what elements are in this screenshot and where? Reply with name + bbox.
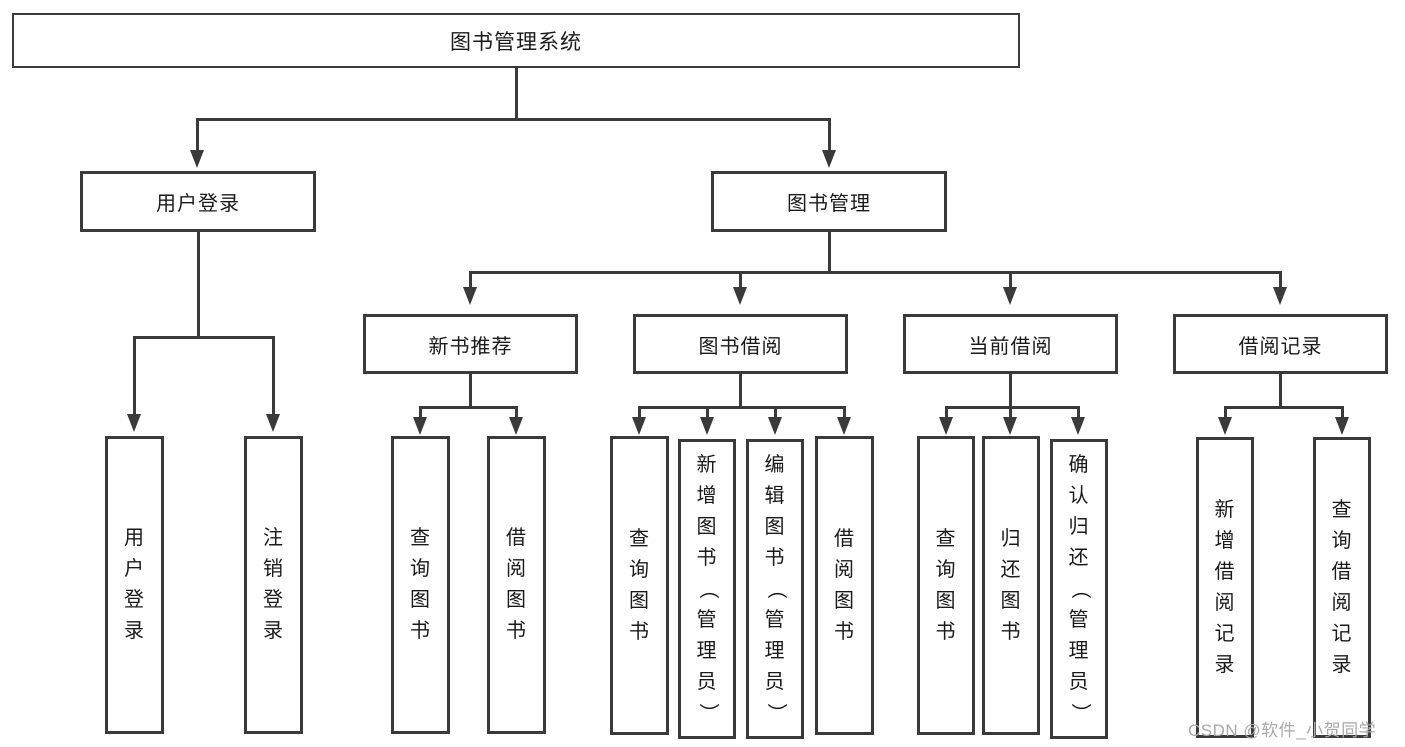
leaf-borrow-books-2: 借阅图书 <box>815 436 874 735</box>
leaf-label: 编辑图书（管理员） <box>764 453 787 724</box>
leaf-label: 新增借阅记录 <box>1214 498 1236 676</box>
node-book-borrow: 图书借阅 <box>633 314 848 374</box>
arrowhead <box>1218 417 1232 435</box>
arrowhead <box>1003 417 1017 435</box>
csdn-watermark: CSDN @软件_小贺同学 <box>1188 721 1377 740</box>
connector-line <box>1224 406 1343 409</box>
connector-line <box>739 271 742 287</box>
arrowhead <box>837 417 851 435</box>
leaf-label: 新增图书（管理员） <box>696 453 719 724</box>
leaf-query-books-2: 查询图书 <box>610 436 669 735</box>
leaf-edit-book-admin: 编辑图书（管理员） <box>746 439 804 739</box>
leaf-label: 注销登录 <box>263 527 284 642</box>
leaf-add-borrow-record: 新增借阅记录 <box>1196 437 1254 738</box>
connector-line <box>515 68 518 121</box>
leaf-return-book: 归还图书 <box>982 436 1040 735</box>
connector-line <box>419 406 517 409</box>
connector-line <box>739 374 742 407</box>
connector-line <box>828 118 831 151</box>
node-label: 新书推荐 <box>428 335 513 358</box>
arrowhead <box>509 417 523 435</box>
connector-line <box>1009 406 1012 417</box>
node-user-login: 用户登录 <box>80 171 316 232</box>
arrowhead <box>1003 287 1017 305</box>
node-new-book-recommend: 新书推荐 <box>363 314 578 374</box>
connector-line <box>945 406 1080 409</box>
arrowhead <box>939 417 953 435</box>
arrowhead <box>768 417 782 435</box>
leaf-query-books-3: 查询图书 <box>917 436 975 735</box>
connector-line <box>197 232 200 338</box>
node-label: 图书借阅 <box>698 335 783 358</box>
connector-line <box>469 374 472 407</box>
connector-line <box>1009 271 1012 287</box>
arrowhead <box>266 414 280 432</box>
node-label: 当前借阅 <box>968 335 1053 358</box>
connector-line <box>1279 374 1282 407</box>
arrowhead <box>190 150 204 168</box>
node-book-management: 图书管理 <box>711 171 947 232</box>
arrowhead <box>463 287 477 305</box>
connector-line <box>133 336 136 414</box>
connector-line <box>1077 406 1080 417</box>
arrowhead <box>1273 287 1287 305</box>
connector-line <box>196 118 830 121</box>
connector-line <box>133 336 274 339</box>
connector-line <box>272 336 275 414</box>
leaf-label: 归还图书 <box>1000 527 1022 643</box>
node-label: 用户登录 <box>156 193 240 215</box>
connector-line <box>638 406 845 409</box>
arrowhead <box>1071 417 1085 435</box>
node-label: 借阅记录 <box>1238 335 1323 358</box>
connector-line <box>638 406 641 417</box>
arrowhead <box>127 414 141 432</box>
connector-line <box>945 406 948 417</box>
leaf-user-login: 用户登录 <box>105 436 164 734</box>
connector-line <box>1279 271 1282 287</box>
leaf-label: 查询图书 <box>629 527 650 643</box>
connector-line <box>1224 406 1227 417</box>
leaf-label: 查询图书 <box>410 527 431 642</box>
leaf-logout: 注销登录 <box>244 436 303 734</box>
node-current-borrow: 当前借阅 <box>903 314 1118 374</box>
node-label: 图书管理系统 <box>450 30 582 54</box>
leaf-label: 用户登录 <box>124 527 145 642</box>
connector-line <box>1009 374 1012 407</box>
leaf-label: 借阅图书 <box>834 527 855 643</box>
leaf-label: 查询图书 <box>935 527 957 643</box>
leaf-query-borrow-record: 查询借阅记录 <box>1313 437 1371 738</box>
arrowhead <box>632 417 646 435</box>
leaf-label: 确认归还（管理员） <box>1068 453 1091 724</box>
leaf-label: 查询借阅记录 <box>1331 498 1353 676</box>
connector-line <box>706 406 709 417</box>
connector-line <box>1341 406 1344 417</box>
connector-line <box>774 406 777 417</box>
connector-line <box>419 406 422 417</box>
arrowhead <box>413 417 427 435</box>
arrowhead <box>733 287 747 305</box>
connector-line <box>843 406 846 417</box>
connector-line <box>515 406 518 417</box>
leaf-label: 借阅图书 <box>506 527 527 642</box>
connector-line <box>828 232 831 273</box>
leaf-query-books-1: 查询图书 <box>391 436 450 734</box>
node-label: 图书管理 <box>787 193 871 215</box>
node-library-system: 图书管理系统 <box>12 13 1020 68</box>
arrowhead <box>1335 417 1349 435</box>
arrowhead <box>822 150 836 168</box>
connector-line <box>469 271 1282 274</box>
connector-line <box>469 271 472 287</box>
leaf-confirm-return-admin: 确认归还（管理员） <box>1050 439 1108 739</box>
leaf-add-book-admin: 新增图书（管理员） <box>678 439 736 739</box>
leaf-borrow-books-1: 借阅图书 <box>487 436 546 734</box>
node-borrow-records: 借阅记录 <box>1173 314 1388 374</box>
arrowhead <box>700 417 714 435</box>
connector-line <box>196 118 199 151</box>
